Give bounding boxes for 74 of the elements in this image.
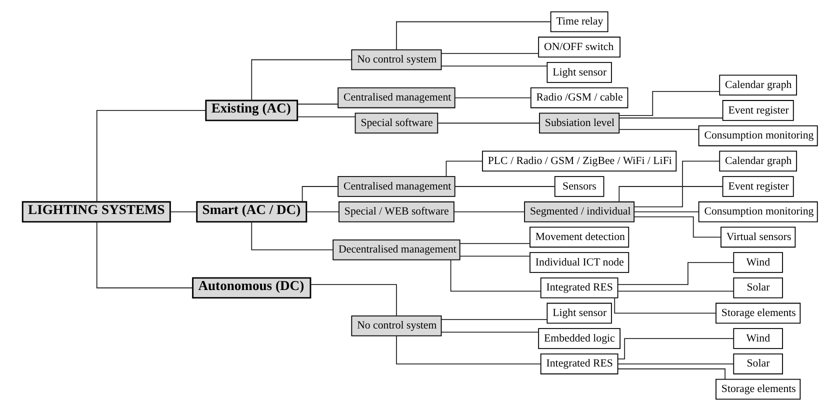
connector <box>440 52 539 54</box>
node-box: Special software <box>354 112 438 134</box>
connector <box>302 186 338 202</box>
node-box: Decentralised management <box>332 239 460 260</box>
node-box: Integrated RES <box>540 354 618 374</box>
connector <box>306 211 340 212</box>
node-box: Calendar graph <box>719 150 798 172</box>
connector <box>454 186 556 187</box>
node-box: Light sensor <box>546 62 612 83</box>
node-box: Centralised management <box>338 87 456 108</box>
node-box: Centralised management <box>338 176 456 197</box>
node-box: Wind <box>733 328 783 349</box>
connector <box>450 259 542 292</box>
node-box: Storage elements <box>716 378 801 400</box>
connector <box>618 363 734 364</box>
connector <box>440 319 548 320</box>
connector <box>297 104 338 105</box>
connector <box>634 211 700 212</box>
connector <box>618 290 734 292</box>
connector <box>454 211 525 212</box>
node-box: Calendar graph <box>719 74 798 96</box>
node-box: Solar <box>733 277 783 298</box>
connector <box>446 160 483 177</box>
connector <box>170 211 198 212</box>
connector <box>437 122 540 124</box>
connector <box>614 297 716 314</box>
node-box: Radio /GSM / cable <box>530 87 628 108</box>
node-box: Event register <box>722 100 794 121</box>
node-box: ON/OFF switch <box>538 36 620 58</box>
node-box: LIGHTING SYSTEMS <box>22 201 171 223</box>
connector <box>440 332 539 333</box>
node-box: Existing (AC) <box>205 100 298 122</box>
node-box: Wind <box>733 252 783 273</box>
node-box: Autonomous (DC) <box>192 277 312 299</box>
connector <box>96 222 194 288</box>
node-box: Consumption monitoring <box>698 125 818 146</box>
node-box: Consumption monitoring <box>698 201 818 222</box>
connector <box>618 91 720 116</box>
connector <box>618 186 724 202</box>
connector <box>618 368 726 380</box>
node-box: Segmented / individual <box>524 201 635 222</box>
connector <box>440 66 548 67</box>
connector <box>459 256 530 257</box>
node-box: Sensors <box>554 176 604 197</box>
node-box: Light sensor <box>546 302 612 324</box>
node-box: No control system <box>351 315 442 336</box>
connector <box>310 284 397 316</box>
node-box: Individual ICT node <box>530 252 630 273</box>
node-box: Special / WEB software <box>338 201 454 222</box>
connector <box>634 216 722 238</box>
node-box: Storage elements <box>716 302 801 324</box>
connector <box>396 21 552 50</box>
node-box: PLC / Radio / GSM / ZigBee / WiFi / LiFi <box>482 150 677 172</box>
node-box: Event register <box>722 176 794 197</box>
node-box: Solar <box>733 354 783 374</box>
node-box: Virtual sensors <box>720 226 796 248</box>
node-box: Integrated RES <box>540 277 618 298</box>
node-box: Time relay <box>550 11 608 32</box>
node-box: Smart (AC / DC) <box>196 201 308 223</box>
connector <box>617 338 734 360</box>
connector <box>634 160 720 208</box>
connector <box>396 335 541 364</box>
connector <box>618 129 700 130</box>
connector <box>96 110 206 202</box>
node-box: Movement detection <box>530 226 630 248</box>
connector <box>459 243 530 244</box>
connector <box>251 221 334 250</box>
connector <box>251 59 352 101</box>
connector <box>297 116 356 118</box>
connector <box>454 97 532 98</box>
node-box: Subsiation level <box>539 112 620 134</box>
node-box: No control system <box>351 49 442 70</box>
connector <box>617 262 734 285</box>
node-box: Embedded logic <box>538 328 620 349</box>
